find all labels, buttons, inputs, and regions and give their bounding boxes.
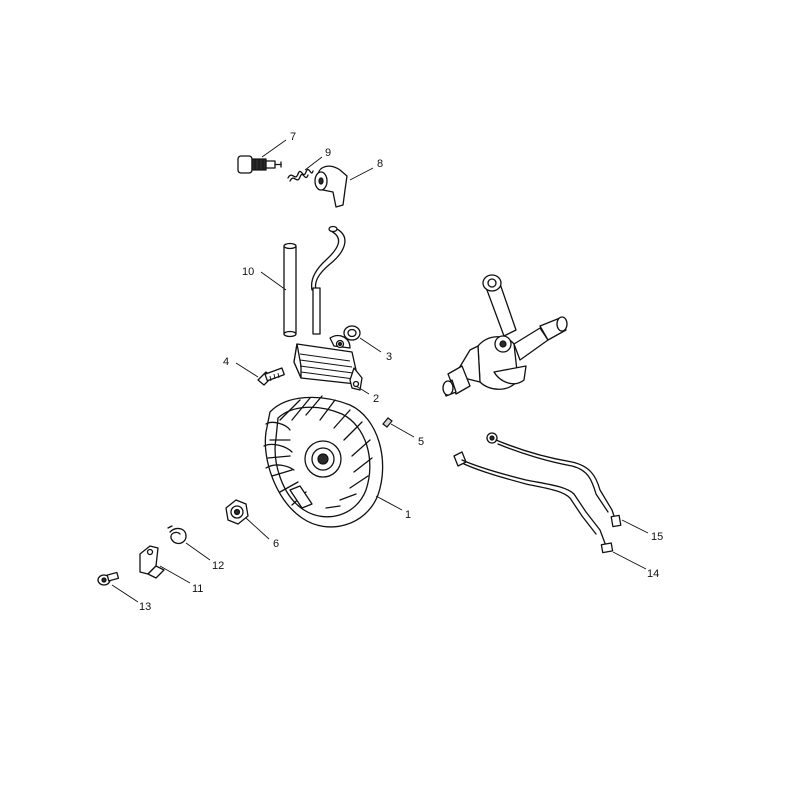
switch-wire <box>453 451 614 554</box>
tube <box>283 242 297 338</box>
plug-cap <box>314 165 348 208</box>
callout-9: 9 <box>325 147 331 159</box>
callout-15: 15 <box>651 531 663 543</box>
callout-7: 7 <box>290 131 296 143</box>
woodruff-key <box>382 417 393 428</box>
callout-2: 2 <box>373 393 379 405</box>
clip <box>167 525 187 545</box>
spark-plug <box>237 155 282 174</box>
flywheel-nut <box>225 499 249 525</box>
ignition-coil <box>293 334 363 391</box>
callout-labels: 7 9 8 10 4 3 2 5 1 6 12 11 13 15 14 <box>139 131 663 613</box>
callout-12: 12 <box>212 560 224 572</box>
callout-4: 4 <box>223 356 229 368</box>
callout-10: 10 <box>242 266 254 278</box>
bolt <box>257 367 285 386</box>
spring <box>287 168 314 182</box>
callout-8: 8 <box>377 158 383 170</box>
callout-3: 3 <box>386 351 392 363</box>
callout-13: 13 <box>139 601 151 613</box>
grommet <box>343 325 361 341</box>
screw <box>97 571 120 586</box>
callout-14: 14 <box>647 568 659 580</box>
ignition-lead <box>310 225 346 335</box>
ground-wire <box>486 432 622 528</box>
flywheel <box>263 395 384 528</box>
bracket <box>139 545 165 579</box>
leader-lines <box>111 139 649 603</box>
crankshaft <box>442 274 568 397</box>
callout-1: 1 <box>405 509 411 521</box>
callout-6: 6 <box>273 538 279 550</box>
callout-11: 11 <box>192 583 203 595</box>
callout-5: 5 <box>418 436 424 448</box>
